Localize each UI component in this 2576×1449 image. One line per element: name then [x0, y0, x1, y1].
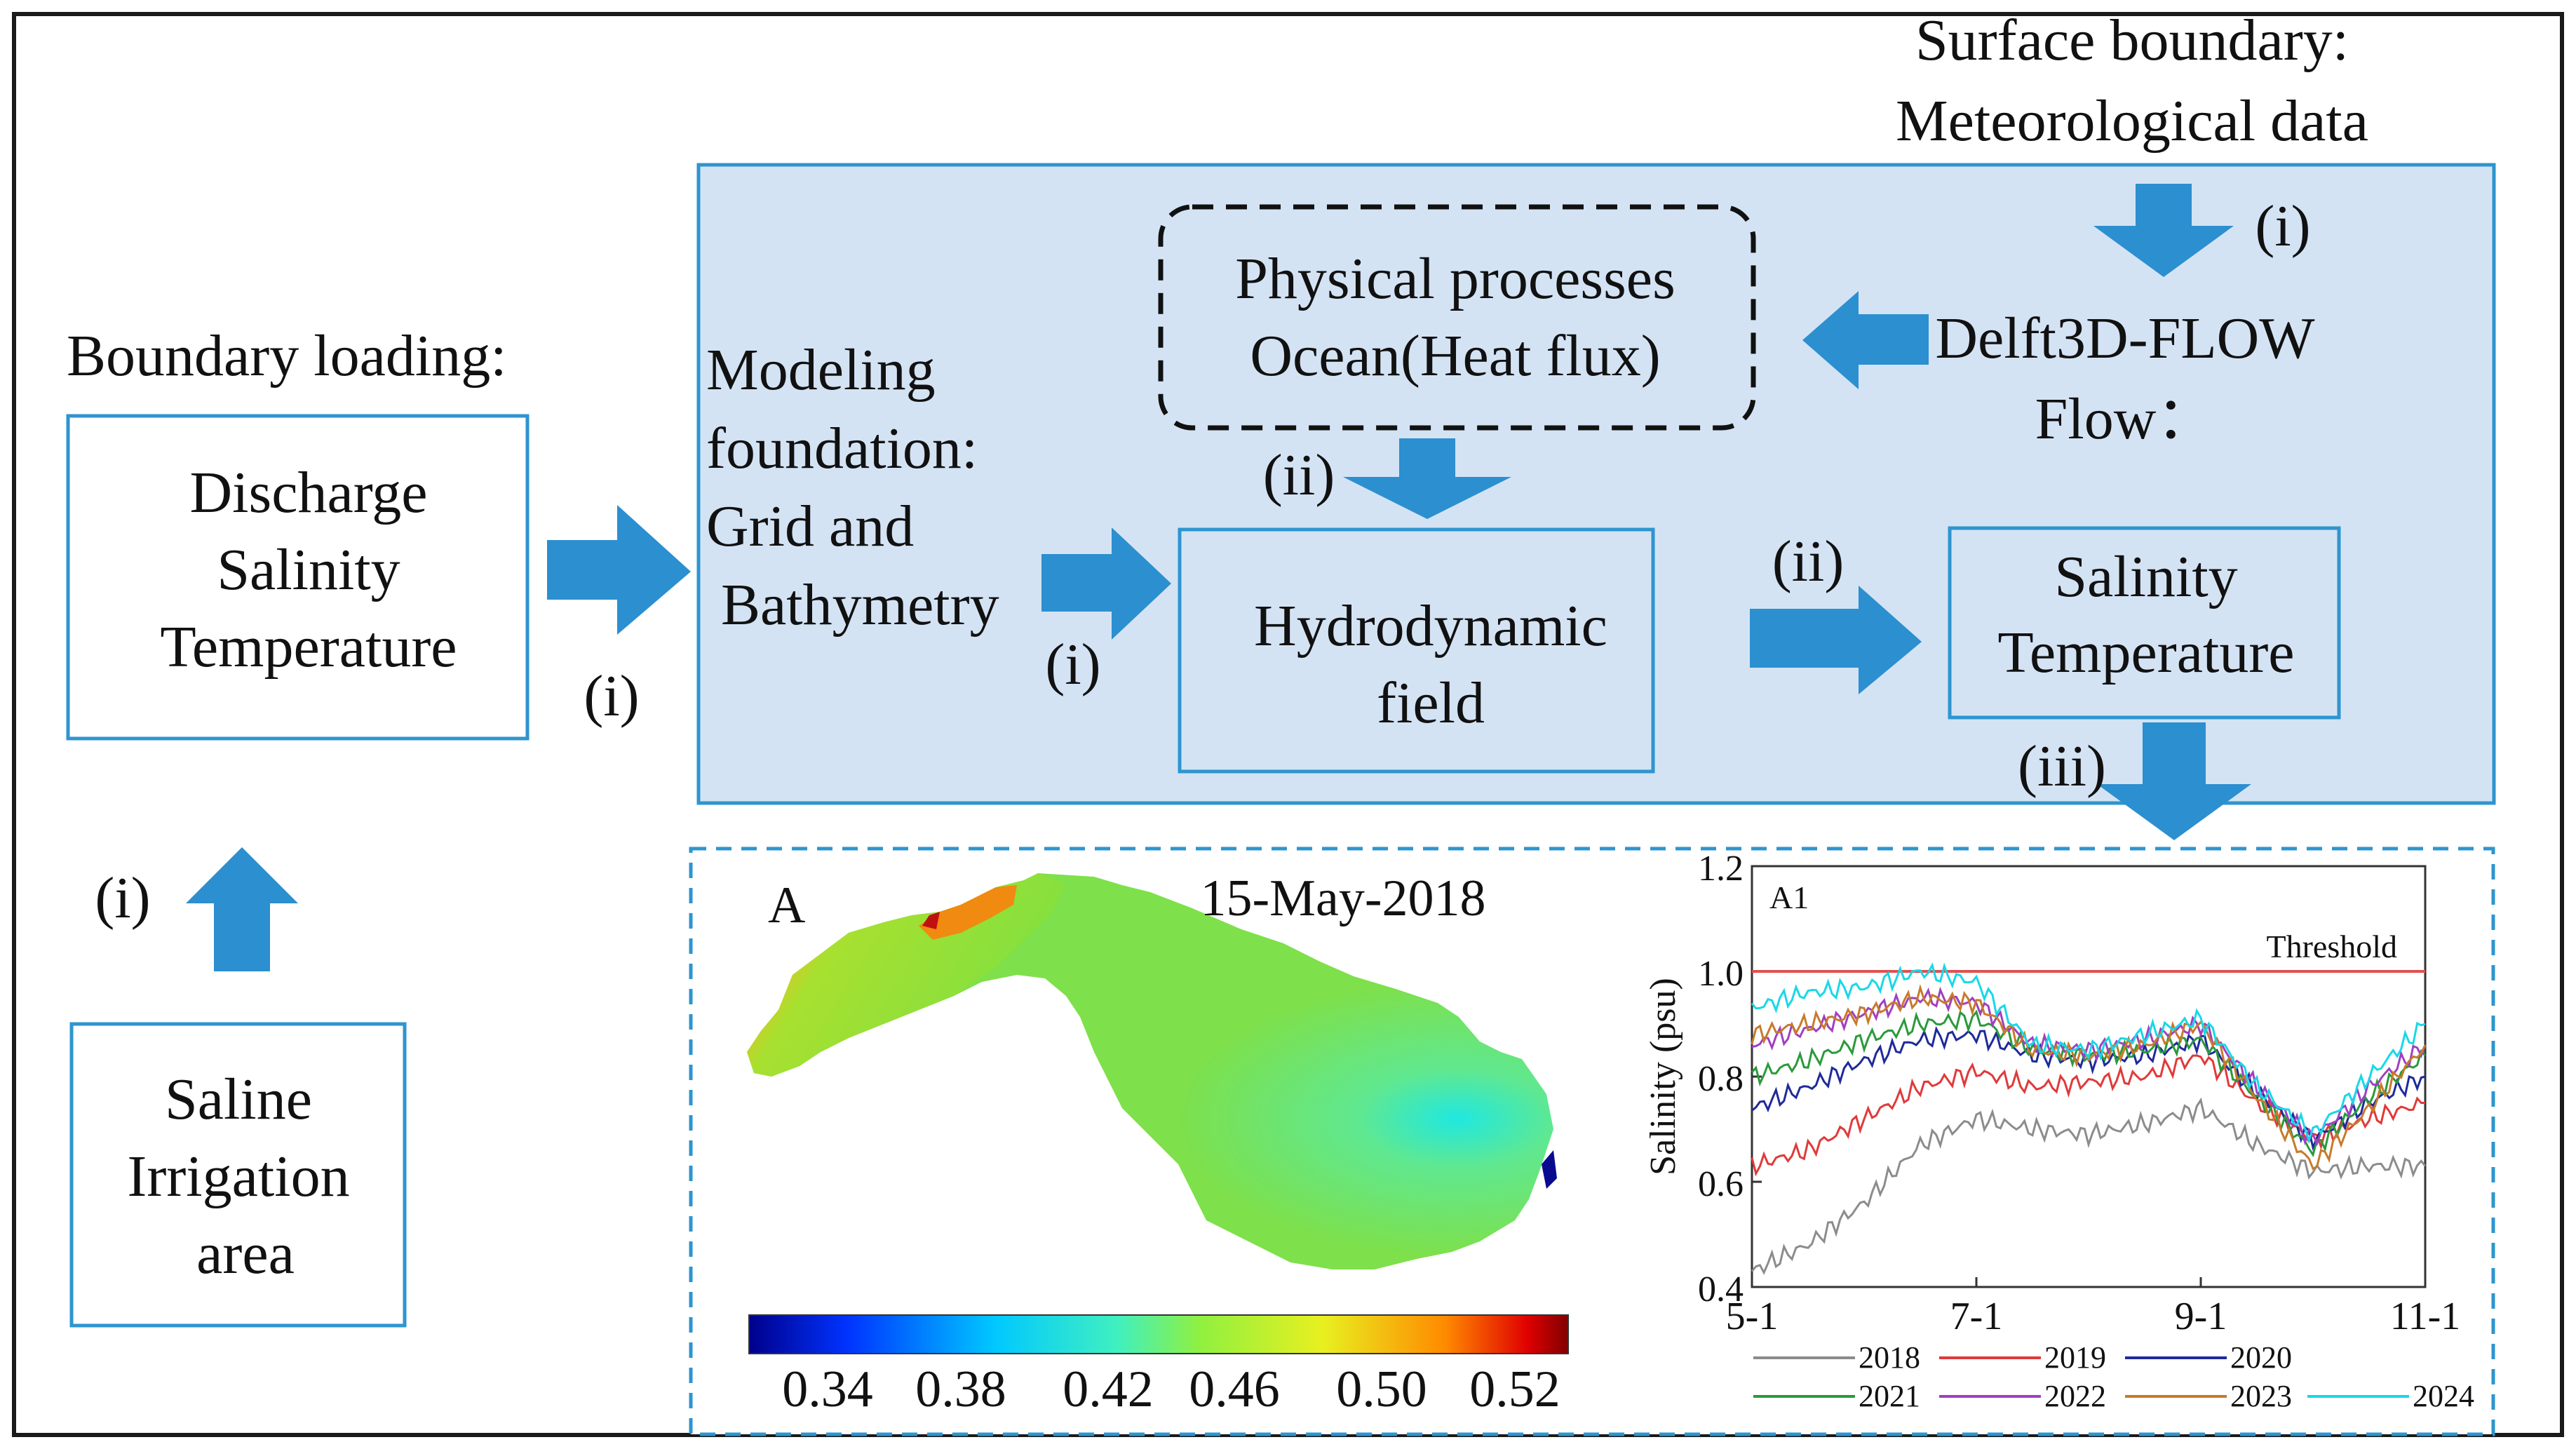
modeling-line1: Modeling	[706, 337, 936, 403]
y-tick-label: 1.2	[1698, 849, 1744, 889]
map-panel-letter: A	[768, 877, 805, 934]
y-tick-label: 0.6	[1698, 1164, 1744, 1204]
saline-box-line1: Saline	[165, 1067, 312, 1132]
hydro-line1: Hydrodynamic	[1254, 593, 1607, 659]
x-tick-label: 11-1	[2390, 1295, 2461, 1338]
delft-line2: Flow：	[2035, 386, 2216, 452]
down-arrow-physical	[1343, 438, 1511, 519]
series-line-2024	[1751, 962, 2426, 1145]
physical-line1: Physical processes	[1235, 246, 1675, 311]
right-arrow-hydro	[1750, 586, 1922, 694]
saline-box-line2: Irrigation	[127, 1144, 349, 1209]
saline-box	[69, 1022, 407, 1328]
surface-boundary-title: Surface boundary:	[1915, 8, 2349, 73]
colorbar-tick-label: 0.52	[1469, 1361, 1560, 1418]
series-line-2022	[1751, 986, 2427, 1147]
boundary-box-line2: Salinity	[217, 537, 400, 602]
series-line-2018	[1751, 1097, 2427, 1275]
colorbar-tick-label: 0.38	[915, 1361, 1006, 1418]
step-label-physical: (ii)	[1263, 443, 1335, 508]
down-arrow-meteo	[2093, 184, 2234, 277]
colorbar-tick-label: 0.34	[782, 1361, 873, 1418]
colorbar-tick-label: 0.46	[1189, 1361, 1280, 1418]
down-arrow-results	[2097, 722, 2251, 840]
boundary-box	[66, 414, 530, 741]
threshold-label: Threshold	[2266, 929, 2397, 964]
legend-label-2022: 2022	[2044, 1379, 2106, 1413]
y-tick-label: 0.4	[1698, 1269, 1744, 1309]
x-tick-label: 7-1	[1950, 1295, 2003, 1338]
chart-panel-label: A1	[1769, 879, 1809, 915]
step-label-results: (iii)	[2018, 734, 2106, 799]
salinity-box	[1948, 526, 2341, 720]
series-line-2023	[1751, 983, 2427, 1171]
physical-processes-box	[1158, 204, 1756, 431]
colorbar-ticks: 0.34 0.38 0.42 0.46 0.50 0.52	[782, 1361, 1560, 1418]
map-northwest-region	[747, 873, 1066, 1077]
map-date: 15-May-2018	[1201, 870, 1486, 927]
physical-line2: Ocean(Heat flux)	[1250, 323, 1660, 389]
right-arrow-modeling	[1041, 527, 1171, 640]
salt-line1: Salinity	[2054, 544, 2237, 609]
step-label-saline: (i)	[95, 865, 150, 931]
boundary-box-line1: Discharge	[190, 460, 428, 525]
colorbar-tick-label: 0.42	[1063, 1361, 1154, 1418]
step-label-boundary: (i)	[584, 663, 639, 729]
step-label-modeling: (i)	[1045, 632, 1100, 697]
map-warm-patch	[919, 885, 1017, 940]
legend-label-2023: 2023	[2230, 1379, 2292, 1413]
salinity-map	[747, 873, 1557, 1269]
hydro-line2: field	[1377, 670, 1485, 736]
modeling-line3: Grid and	[706, 494, 914, 559]
up-arrow	[186, 847, 298, 971]
x-tick-label: 5-1	[1726, 1295, 1779, 1338]
modeling-line2: foundation:	[706, 416, 978, 481]
delft-line1: Delft3D-FLOW	[1935, 306, 2315, 371]
colorbar	[748, 1314, 1569, 1354]
legend-label-2024: 2024	[2413, 1379, 2474, 1413]
step-label-hydro: (ii)	[1772, 529, 1845, 594]
salinity-chart: 0.4 0.6 0.8 1.0 1.2 5-1 7-1 9-1 11-1 Salinity (ps…	[1643, 849, 2474, 1413]
map-hot-spot	[922, 912, 940, 929]
colorbar-tick-label: 0.50	[1336, 1361, 1427, 1418]
legend-label-2019: 2019	[2044, 1340, 2106, 1375]
modeling-line4: Bathymetry	[721, 572, 999, 638]
salt-line2: Temperature	[1997, 620, 2294, 685]
y-tick-label: 1.0	[1698, 954, 1744, 994]
legend-label-2020: 2020	[2230, 1340, 2292, 1375]
y-tick-label: 0.8	[1698, 1059, 1744, 1099]
legend-label-2021: 2021	[1859, 1379, 1920, 1413]
step-label-meteo: (i)	[2255, 194, 2310, 259]
map-low-spot	[1542, 1150, 1557, 1189]
boundary-box-line3: Temperature	[160, 614, 457, 680]
left-arrow-delft	[1802, 291, 1929, 389]
boundary-loading-title: Boundary loading:	[67, 323, 507, 389]
right-arrow-boundary	[547, 505, 691, 635]
x-tick-label: 9-1	[2175, 1295, 2227, 1338]
surface-boundary-subtitle: Meteorological data	[1896, 88, 2368, 154]
saline-box-line3: area	[196, 1221, 295, 1286]
chart-ylabel: Salinity (psu)	[1643, 978, 1683, 1175]
legend-label-2018: 2018	[1859, 1340, 1920, 1375]
hydrodynamic-box	[1178, 527, 1655, 774]
